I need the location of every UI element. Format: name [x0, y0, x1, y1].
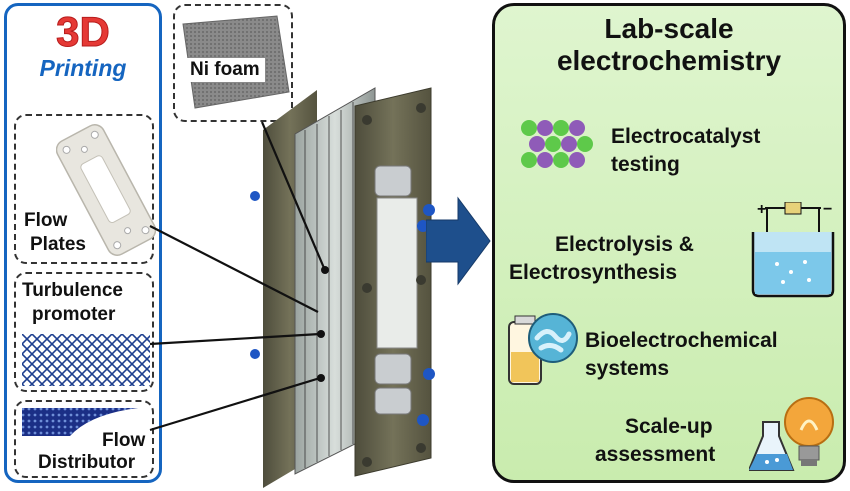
electrolysis-label-1: Electrolysis &	[555, 233, 694, 256]
crystal-lattice-icon	[521, 120, 593, 168]
mesh-image	[22, 334, 150, 386]
scale-up-label-1: Scale-up	[625, 415, 713, 438]
electrocatalyst-label-2: testing	[611, 153, 680, 176]
applications-title-2: electrochemistry	[556, 45, 782, 76]
bioelectrochemical-label-2: systems	[585, 357, 670, 380]
distributor-label-1: Flow	[102, 430, 146, 451]
flask-bulb-icon	[749, 397, 834, 471]
panel-title-printing: Printing	[39, 55, 127, 81]
flow-distributor-box: Flow Distributor	[14, 400, 154, 478]
applications-panel: Lab-scale electrochemistry Electrocataly…	[492, 3, 846, 483]
applications-title-1: Lab-scale	[604, 13, 734, 44]
svg-text:−: −	[823, 202, 832, 218]
flow-plate-image	[56, 124, 156, 256]
distributor-label-2: Distributor	[38, 452, 136, 473]
flow-plates-label-1: Flow	[24, 210, 68, 231]
distributor-image	[22, 408, 138, 436]
turbulence-label-2: promoter	[32, 304, 116, 325]
electrocatalyst-label-1: Electrocatalyst	[611, 125, 761, 148]
right-arrow	[426, 196, 491, 286]
turbulence-label-1: Turbulence	[22, 280, 123, 301]
flow-plates-box: Flow Plates	[14, 114, 156, 264]
electrolysis-cell-icon: + −	[751, 202, 835, 298]
flow-plates-label-2: Plates	[30, 234, 86, 255]
turbulence-promoter-box: Turbulence promoter	[14, 272, 154, 392]
printed-parts-panel: 3D Printing Flow Plates Turbulence promo…	[4, 3, 162, 483]
microbe-flask-icon	[508, 313, 578, 385]
svg-text:+: +	[757, 202, 766, 218]
electrolysis-label-2: Electrosynthesis	[509, 261, 678, 284]
ni-foam-box: Ni foam	[173, 4, 293, 122]
ni-foam-label: Ni foam	[185, 58, 265, 82]
panel-title-3d: 3D	[56, 8, 111, 55]
scale-up-label-2: assessment	[595, 443, 716, 466]
bioelectrochemical-label-1: Bioelectrochemical	[585, 329, 778, 352]
flow-cell-illustration	[250, 87, 435, 488]
